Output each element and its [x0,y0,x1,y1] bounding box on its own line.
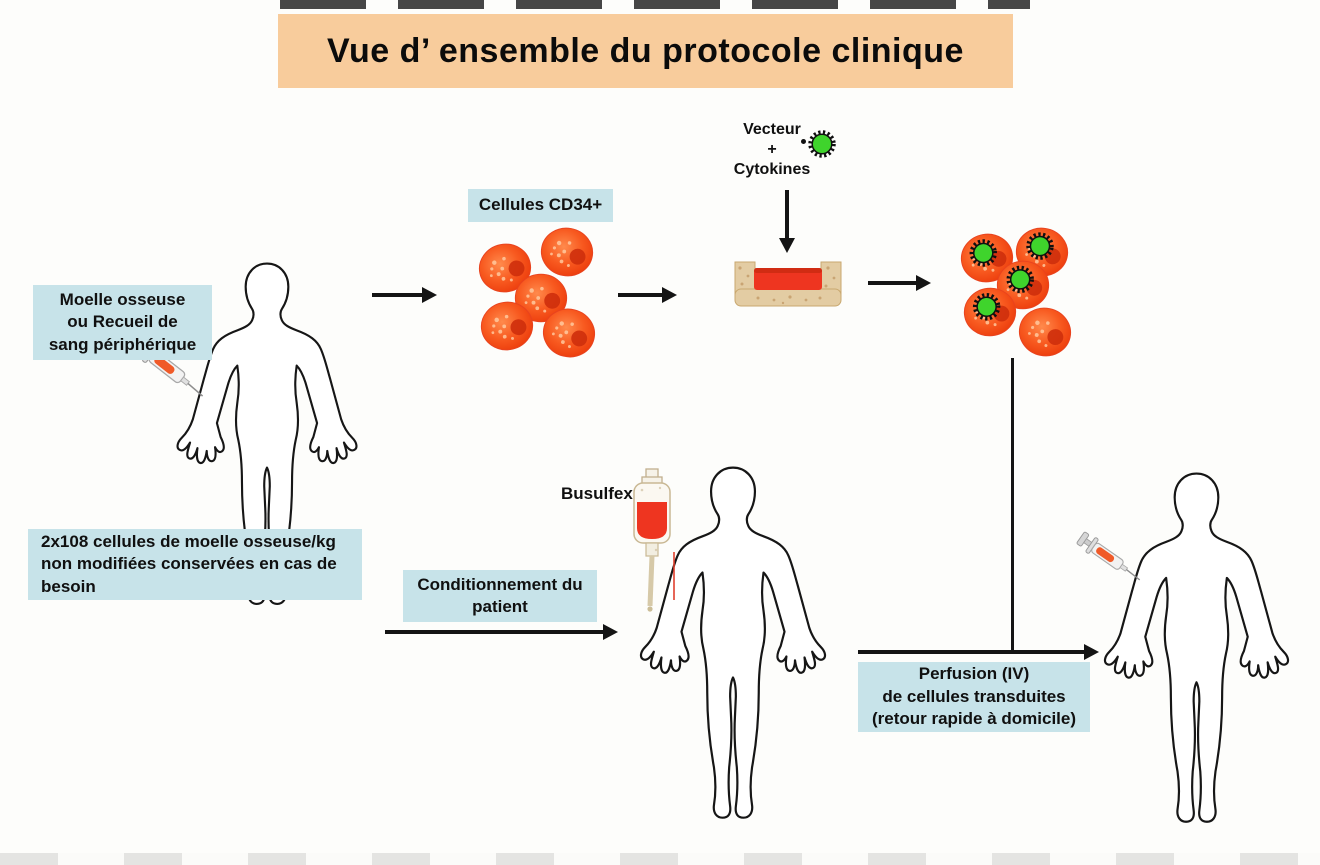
cd34-cells-icon [474,223,601,363]
box-line: Moelle osseuse [59,289,186,309]
box-line: patient [472,597,528,616]
vector-cytokines-label: Vecteur + Cytokines [722,120,822,180]
iv-bag-icon [633,468,675,612]
label-line: + [767,141,777,158]
reserve-cells-box: 2x108 cellules de moelle osseuse/kg non … [28,529,362,600]
arrowhead [422,287,437,303]
arrow-donor-to-cd34 [372,293,422,297]
box-line: (retour rapide à domicile) [871,709,1077,729]
page-title: Vue d’ ensemble du protocole clinique [327,31,964,70]
bottom-edge-artifact [0,853,1320,865]
arrowhead [1084,644,1099,660]
arrowhead [779,238,795,253]
title-banner: Vue d’ ensemble du protocole clinique [278,14,1013,88]
top-edge-artifact [280,0,1030,9]
box-line: ou Recueil de [67,312,178,332]
arrowhead [603,624,618,640]
box-line: Conditionnement du [417,574,583,594]
arrow-dish-to-transduced [868,281,916,285]
line-cells-to-infusion [1011,358,1014,652]
culture-dish-icon [734,261,842,307]
arrowhead [916,275,931,291]
dot-mark [801,139,806,144]
box-line: sang périphérique [48,334,197,354]
box-line: 2x108 cellules de moelle osseuse/kg [41,531,336,551]
patient-figure-infusion [1092,466,1301,836]
arrow-vector-to-dish [785,190,789,238]
arrow-conditioning [385,630,603,634]
arrow-cd34-to-dish [618,293,662,297]
box-line: Cellules CD34+ [478,195,603,215]
box-line: de cellules transduites [882,686,1066,706]
busulfex-label: Busulfex [561,484,633,503]
label-line: Cytokines [733,161,811,178]
moelle-osseuse-box: Moelle osseuse ou Recueil de sang périph… [33,285,212,360]
label-line: Vecteur [743,121,801,138]
box-line: Perfusion (IV) [918,664,1030,684]
perfusion-box: Perfusion (IV) de cellules transduites (… [858,662,1090,732]
box-line: besoin [41,576,96,596]
cd34-label-box: Cellules CD34+ [468,189,613,222]
conditioning-box: Conditionnement du patient [403,570,597,622]
transduced-cells-icon [948,226,1076,362]
box-line: non modifiées conservées en cas de [41,554,337,574]
arrow-infusion [858,650,1084,654]
arrowhead [662,287,677,303]
